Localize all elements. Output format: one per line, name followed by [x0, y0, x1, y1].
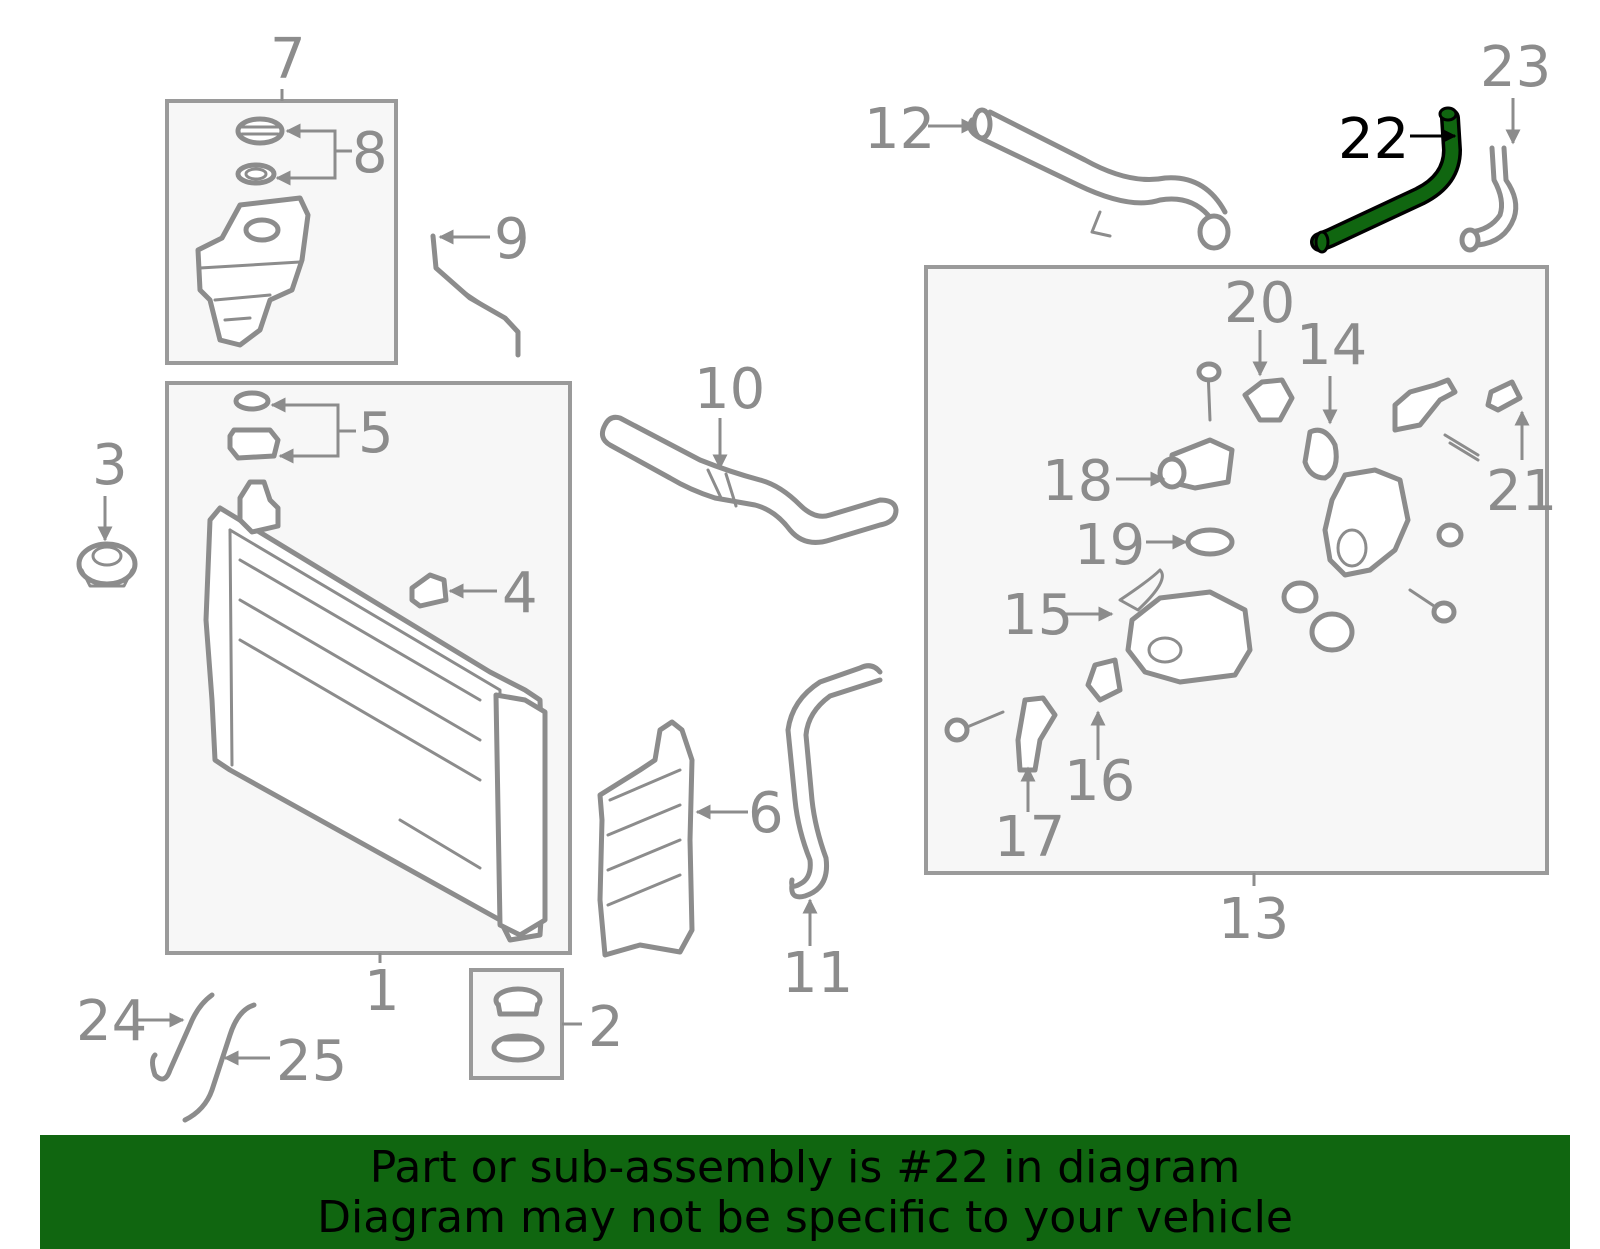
drain-plug — [409, 572, 449, 609]
callout-20: 20 — [1224, 271, 1295, 336]
callout-23: 23 — [1480, 35, 1551, 100]
callout-21: 21 — [1486, 459, 1557, 524]
callout-16: 16 — [1064, 749, 1135, 814]
callout-6: 6 — [748, 781, 784, 846]
upper-radiator-hose — [599, 414, 899, 545]
radiator-cap-3 — [76, 541, 138, 588]
radiator-cap-seal — [227, 390, 281, 461]
banner-line-1: Part or sub-assembly is #22 in diagram — [369, 1142, 1241, 1193]
bleed-hose — [430, 233, 521, 358]
callout-14: 14 — [1296, 313, 1367, 378]
callout-10: 10 — [694, 357, 765, 422]
callout-25: 25 — [276, 1029, 347, 1094]
callout-9: 9 — [494, 207, 530, 272]
info-banner: Part or sub-assembly is #22 in diagram D… — [40, 1135, 1570, 1249]
overflow-hoses — [150, 992, 257, 1123]
callout-18: 18 — [1042, 449, 1113, 514]
hose-23 — [1459, 145, 1519, 253]
callout-8: 8 — [352, 121, 388, 186]
callout-17: 17 — [994, 805, 1065, 870]
water-pipe-12 — [967, 107, 1231, 251]
callout-7: 7 — [270, 27, 306, 92]
callout-12: 12 — [864, 97, 935, 162]
cap-part-2 — [491, 986, 545, 1063]
highlighted-hose-22 — [1310, 106, 1463, 254]
callout-3: 3 — [92, 433, 128, 498]
callout-2: 2 — [588, 995, 624, 1060]
callout-4: 4 — [502, 561, 538, 626]
callout-19: 19 — [1074, 513, 1145, 578]
radiator — [203, 479, 548, 943]
callout-11: 11 — [782, 941, 853, 1006]
air-guide — [597, 719, 695, 958]
callout-5: 5 — [358, 401, 394, 466]
callout-15: 15 — [1002, 583, 1073, 648]
leader-lines — [97, 89, 1530, 1066]
lower-radiator-hose — [785, 663, 883, 900]
banner-line-2: Diagram may not be specific to your vehi… — [317, 1192, 1293, 1243]
callout-22: 22 — [1338, 107, 1409, 172]
callout-13: 13 — [1218, 887, 1289, 952]
callout-1: 1 — [364, 959, 400, 1024]
thermostat-housing-assembly — [944, 361, 1523, 773]
callout-24: 24 — [76, 989, 147, 1054]
box-part-13 — [924, 265, 1549, 875]
reservoir-tank — [195, 116, 311, 348]
